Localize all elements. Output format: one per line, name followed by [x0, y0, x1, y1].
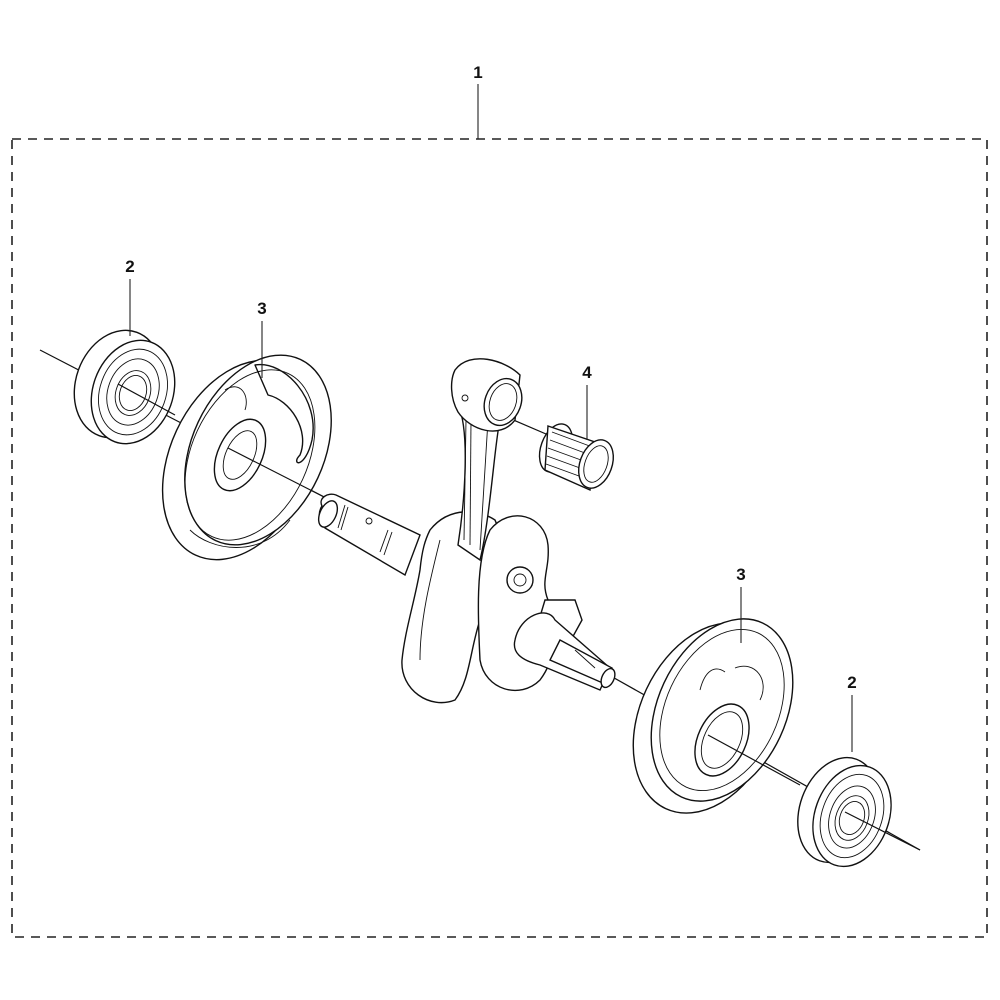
callout-label: 3 [736, 565, 745, 584]
callout-1[interactable]: 1 [473, 63, 483, 139]
callout-label: 2 [125, 257, 134, 276]
ball-bearing-right[interactable] [784, 746, 921, 877]
callout-label: 3 [257, 299, 266, 318]
needle-bearing[interactable] [533, 419, 619, 493]
callout-2-left[interactable]: 2 [125, 257, 135, 336]
callout-label: 4 [582, 363, 592, 382]
callout-label: 1 [473, 63, 482, 82]
crankshaft[interactable] [315, 358, 618, 704]
crank-disc-right[interactable] [604, 596, 820, 837]
callout-label: 2 [847, 673, 856, 692]
kit-boundary [11, 138, 988, 938]
crank-disc-left[interactable] [132, 331, 360, 584]
ball-bearing-left[interactable] [60, 318, 189, 456]
callout-2-right[interactable]: 2 [847, 673, 857, 752]
callout-4[interactable]: 4 [582, 363, 592, 440]
callout-3-right[interactable]: 3 [736, 565, 746, 643]
callout-3-left[interactable]: 3 [257, 299, 267, 378]
